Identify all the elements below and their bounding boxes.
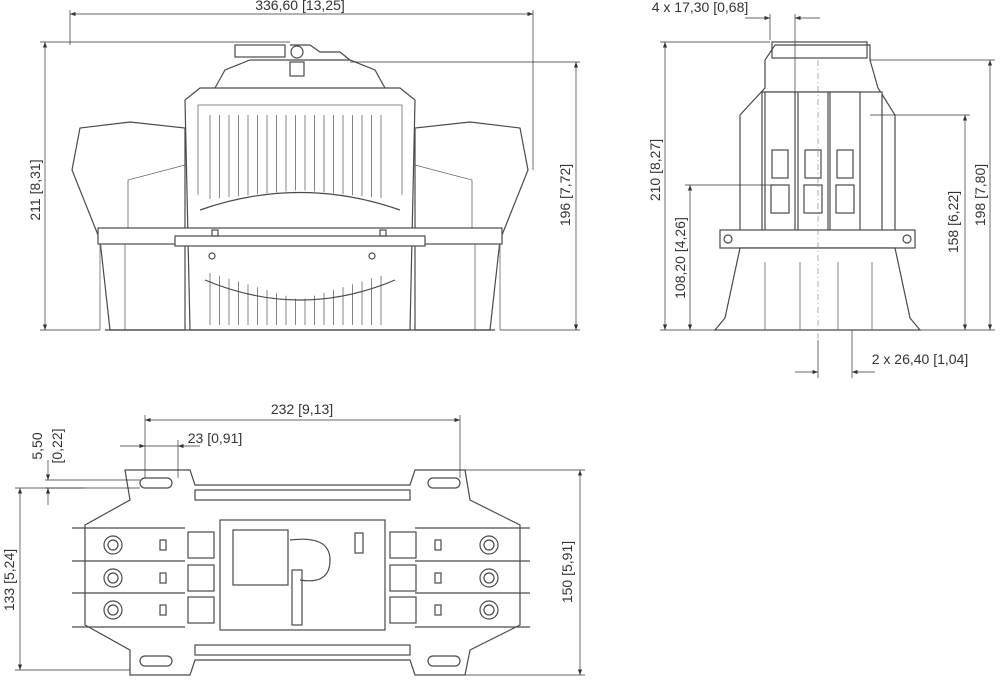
mount-spacing-label: 232 [9,13] [271, 401, 333, 417]
contact-block [187, 564, 215, 592]
front-view [71, 44, 529, 331]
terminal-screw [107, 604, 119, 616]
contact-block [187, 531, 215, 559]
contact-block [389, 564, 417, 592]
side-height-terminal-label: 108,20 [4,26] [672, 217, 688, 299]
terminal-screw [103, 535, 123, 555]
terminal-slot [434, 572, 442, 584]
side-height-body-label: 198 [7,80] [972, 164, 988, 226]
terminal-screw [479, 568, 499, 588]
pole-contact [836, 149, 854, 179]
pole-terminals [764, 91, 861, 238]
terminal-screw [483, 604, 495, 616]
slot-width-label-bottom: [0,22] [49, 428, 65, 463]
side-view [713, 41, 922, 345]
terminal-screw [479, 535, 499, 555]
inner-depth-label: 133 [5,24] [1, 549, 17, 611]
pole-contact [804, 149, 822, 179]
cooling-fins-upper [209, 115, 382, 199]
contact-block [187, 596, 215, 624]
front-height-total-label: 211 [8,31] [27, 159, 43, 220]
pole-contact [835, 184, 855, 214]
pole-housing [829, 91, 861, 238]
terminal-screw [103, 600, 123, 620]
pole-pitch-label: 4 x 17,30 [0,68] [652, 0, 749, 15]
terminal-slot [159, 604, 167, 616]
terminal-screw [483, 539, 495, 551]
front-width-label: 336,60 [13,25] [255, 0, 345, 13]
base-pitch-label: 2 x 26,40 [1,04] [872, 351, 969, 367]
pole-contact [803, 184, 823, 214]
terminal-slot [434, 604, 442, 616]
pole-housing [764, 91, 796, 238]
terminal-slot [159, 572, 167, 584]
side-height-upper-label: 158 [6,22] [945, 191, 961, 253]
terminal-screw [103, 568, 123, 588]
side-view-dimensions: 4 x 17,30 [0,68] 210 [8,27] 108,20 [4,26… [647, 0, 995, 378]
terminal-screw [483, 572, 495, 584]
slot-offset-label: 23 [0,91] [188, 430, 243, 446]
top-view [72, 469, 530, 676]
terminal-screw [107, 572, 119, 584]
slot-width-label-top: 5,50 [29, 432, 45, 459]
top-view-dimensions: 232 [9,13] 23 [0,91] 5,50 [0,22] 133 [5,… [1, 401, 585, 676]
pole-contact [771, 149, 789, 179]
terminal-slot [159, 539, 167, 551]
outer-depth-label: 150 [5,91] [559, 541, 575, 603]
contact-block [389, 531, 417, 559]
side-height-total-label: 210 [8,27] [647, 139, 663, 201]
terminal-rows [72, 527, 530, 628]
pole-housing [797, 91, 829, 238]
front-height-body-label: 196 [7,72] [557, 164, 573, 226]
terminal-slot [434, 539, 442, 551]
terminal-screw [479, 600, 499, 620]
terminal-screw [107, 539, 119, 551]
front-view-dimensions: 336,60 [13,25] 211 [8,31] 196 [7,72] [27, 0, 580, 331]
contact-block [389, 596, 417, 624]
pole-contact [770, 184, 790, 214]
